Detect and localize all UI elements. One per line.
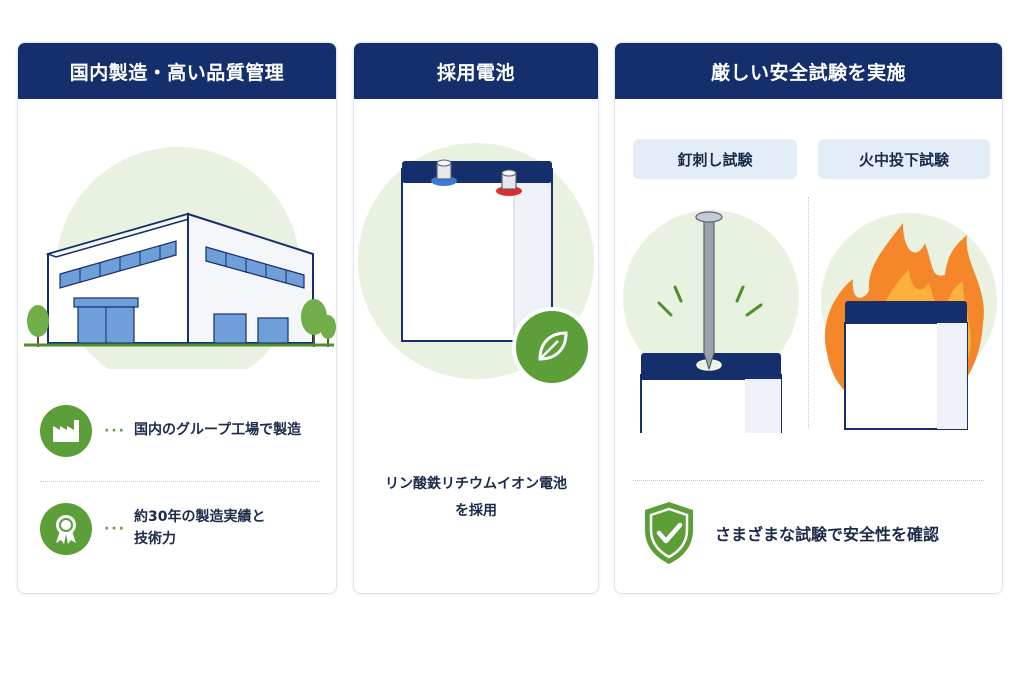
nail-test-illustration xyxy=(623,210,799,433)
feature-track-record: ··· 約30年の製造実績と 技術力 xyxy=(40,503,320,555)
fire-test-illustration xyxy=(821,213,997,430)
safety-summary: さまざまな試験で安全性を確認 xyxy=(641,500,939,566)
dotted-leader: ··· xyxy=(104,521,126,537)
panel-title: 採用電池 xyxy=(354,43,598,99)
battery-panel: 採用電池 リン酸鉄リチウムイオン電池 を採用 xyxy=(353,42,599,594)
shield-check-icon xyxy=(645,502,693,564)
battery-description: リン酸鉄リチウムイオン電池 を採用 xyxy=(385,476,567,519)
manufacturing-panel: 国内製造・高い品質管理 xyxy=(17,42,337,594)
leaf-badge xyxy=(512,307,592,387)
panel-title: 国内製造・高い品質管理 xyxy=(18,43,336,99)
dotted-leader: ··· xyxy=(104,423,126,439)
test-tag-nail: 釘刺し試験 xyxy=(633,139,797,179)
divider xyxy=(40,481,320,482)
vertical-divider xyxy=(808,197,809,429)
test-tag-fire: 火中投下試験 xyxy=(818,139,990,179)
factory-illustration xyxy=(24,147,336,369)
feature-text: 国内のグループ工場で製造 xyxy=(133,422,302,439)
feature-text: 約30年の製造実績と 技術力 xyxy=(133,509,266,547)
safety-panel: 厳しい安全試験を実施 釘刺し試験 火中投下試験 xyxy=(614,42,1003,594)
factory-icon xyxy=(40,405,92,457)
leaf-icon xyxy=(538,331,568,361)
award-ribbon-icon xyxy=(40,503,92,555)
feature-domestic-factory: ··· 国内のグループ工場で製造 xyxy=(40,405,320,457)
divider xyxy=(633,480,984,481)
panel-title: 厳しい安全試験を実施 xyxy=(615,43,1002,99)
